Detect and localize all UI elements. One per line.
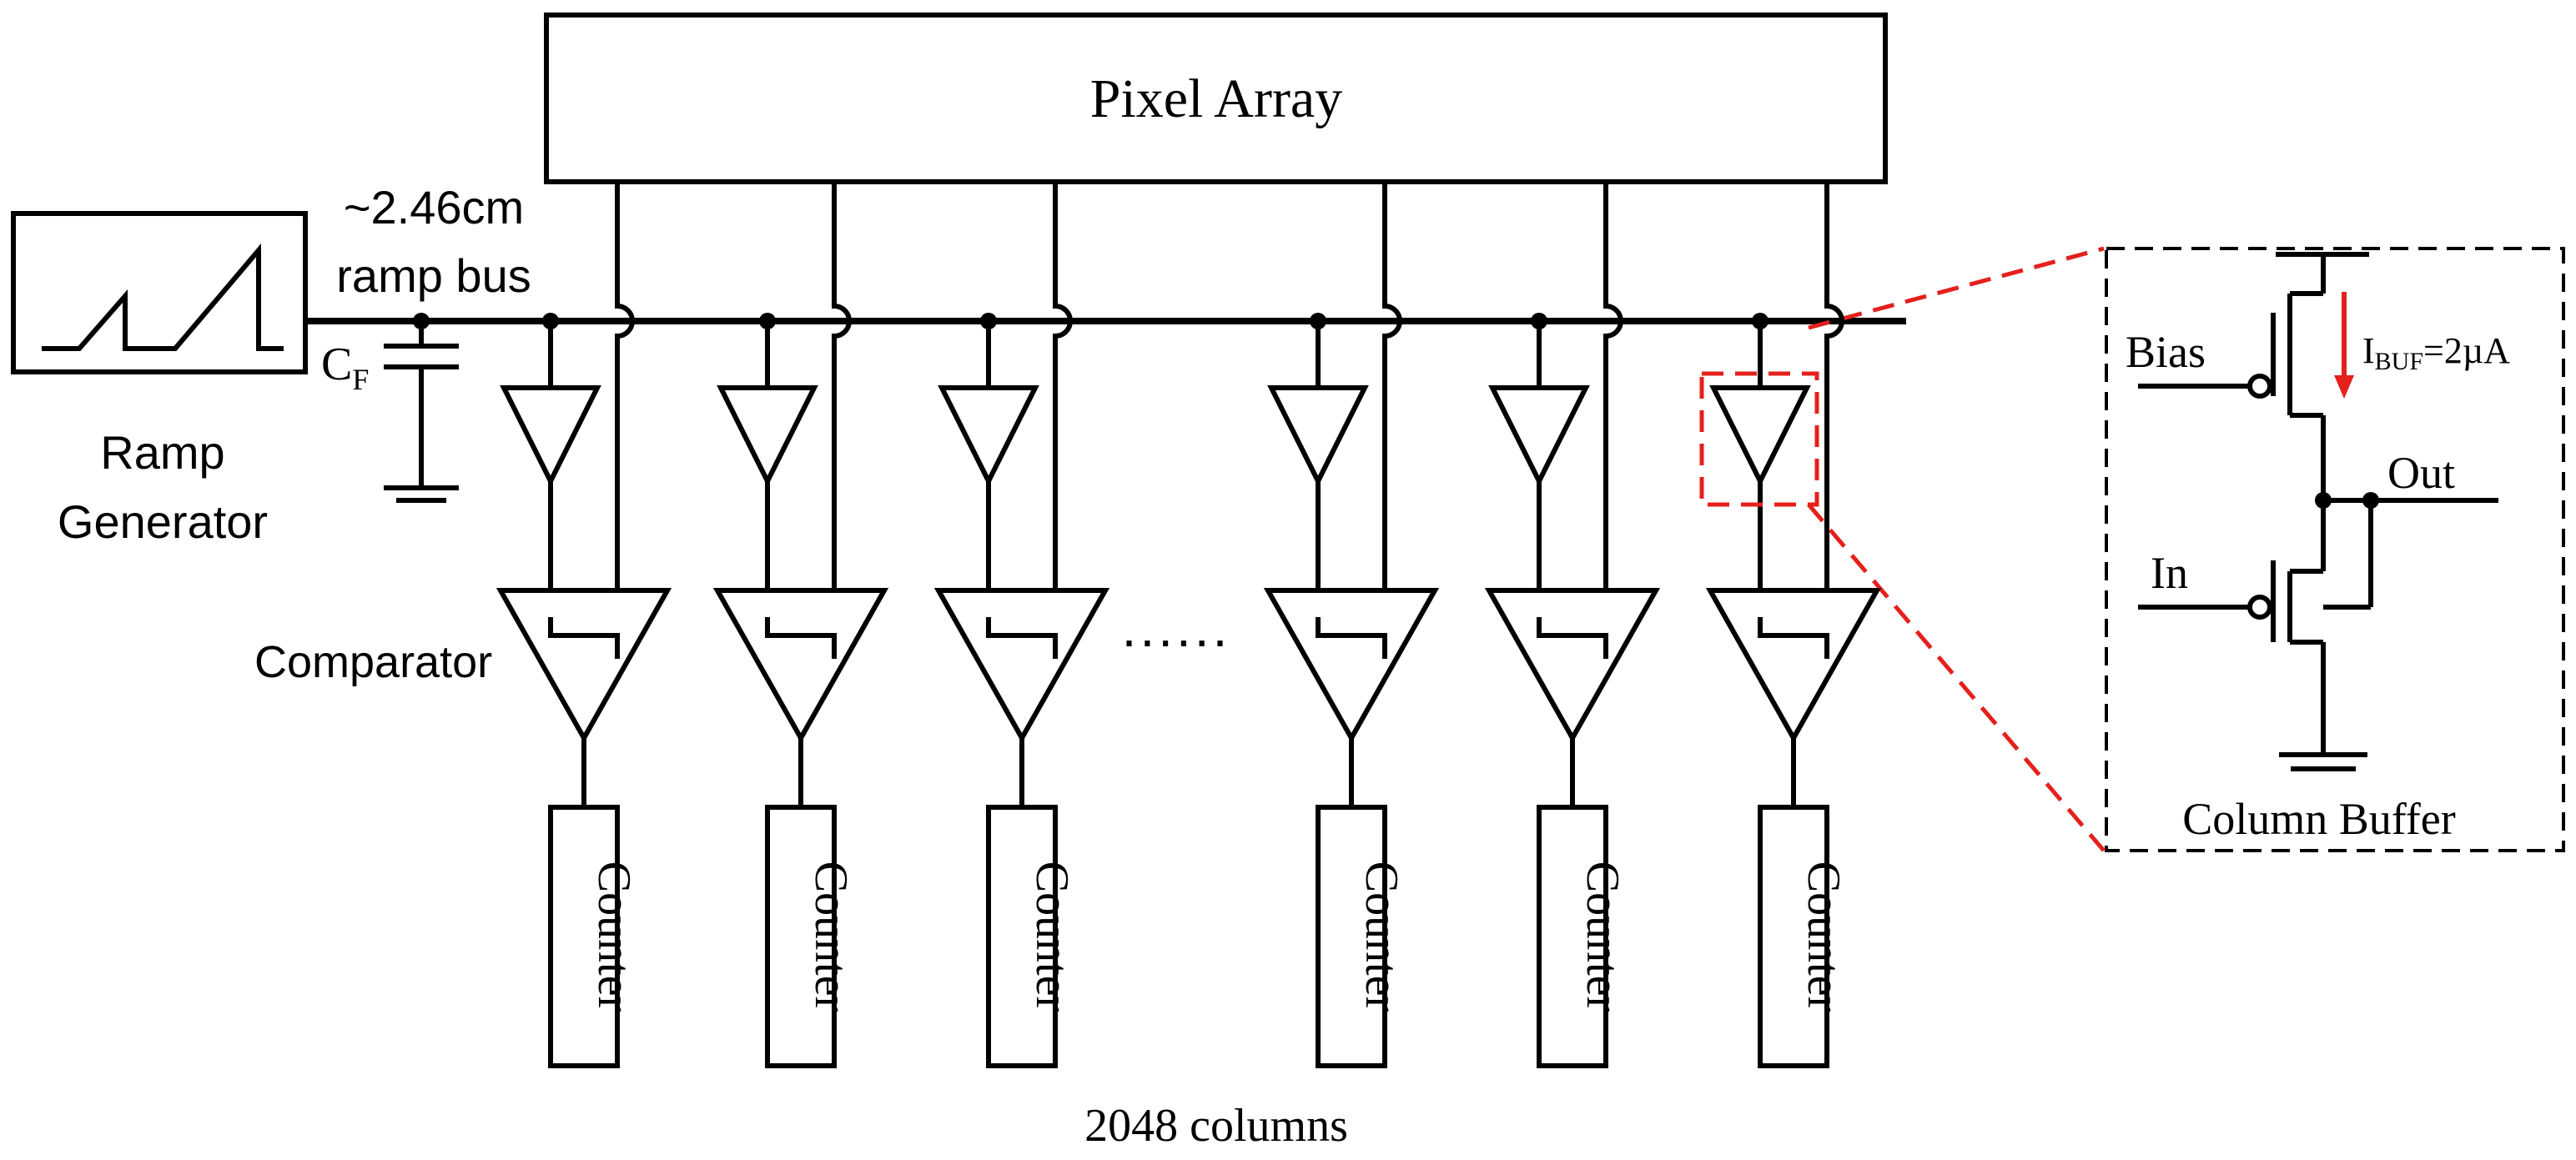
comparator-step-icon [986,617,1058,659]
pixel-column-line [832,182,852,590]
columns-ellipsis: ...... [1122,598,1231,658]
comparator-step-icon [1758,617,1829,659]
counter-label: Counter [1577,861,1628,1012]
pixel-array-block: Pixel Array [544,13,1888,184]
counter-box [1316,805,1387,1068]
ramp-waveform [42,243,284,351]
zoom-line-top [1808,246,2105,330]
columns-count-label: 2048 columns [1084,1100,1348,1152]
column-buffer-inset: Bias In Out IBUF=2µA Column Buffer [2105,247,2565,852]
current-main: I [2362,330,2375,371]
current-sub: BUF [2375,348,2423,375]
comparator-symbol [1484,588,1661,744]
pixel-column-line [1603,182,1623,590]
ramp-generator-label-line1: Ramp [100,426,224,479]
cap-label: CF [321,339,369,396]
column-chains: Counter Counter Counter Counter Counter Count… [496,182,1882,1068]
comparator-symbol [712,588,889,744]
counter-box [1537,805,1608,1068]
comparator-symbol [1263,588,1440,744]
comparator-symbol [1705,588,1882,744]
column-4: Counter [1263,182,1440,1068]
out-label: Out [2387,448,2455,498]
pixel-column-line [615,182,635,590]
cap-label-main: C [321,339,352,390]
current-arrow [2334,292,2354,399]
zoom-line-bottom [1807,503,2106,852]
counter-label: Counter [588,861,640,1012]
column-2: Counter [712,182,889,1068]
bias-label: Bias [2126,327,2206,377]
comparator-step-icon [1316,617,1387,659]
in-label: In [2151,548,2188,598]
capacitor-cf: CF [321,321,459,503]
counter-label: Counter [1026,861,1078,1012]
counter-box [1758,805,1829,1068]
cap-label-sub: F [352,363,369,396]
pixel-column-line [1053,182,1073,590]
column-1: Counter [496,182,672,1068]
column-buffer-symbol [1709,385,1811,487]
column-6: Counter [1699,182,1882,1068]
comparator-step-icon [548,617,620,659]
counter-label: Counter [805,861,857,1012]
comparator-step-icon [1537,617,1608,659]
column-buffer-symbol [938,385,1039,487]
ramp-bus-length: ~2.46cm [344,181,524,234]
column-buffer-symbol [500,385,601,487]
comparator-step-icon [765,617,837,659]
counter-box [765,805,837,1068]
ramp-bus-label: ramp bus [336,249,531,302]
counter-box [548,805,620,1068]
pixel-column-line [1824,182,1844,590]
ramp-generator: Ramp Generator [11,211,308,548]
comparator-label: Comparator [254,637,492,687]
column-buffer-symbol [717,385,818,487]
column-buffer-symbol [1267,385,1369,487]
column-buffer-symbol [1488,385,1590,487]
comparator-symbol [933,588,1110,744]
current-value: =2µA [2423,330,2510,371]
highlighted-buffer-box [1699,371,1819,507]
column-3: Counter [933,182,1110,1068]
counter-label: Counter [1356,861,1407,1012]
comparator-symbol [496,588,672,744]
pixel-array-label: Pixel Array [1090,68,1342,129]
column-5: Counter [1484,182,1661,1068]
ramp-bus-node-cap [413,313,430,329]
ramp-generator-label-line2: Generator [58,495,268,548]
counter-box [986,805,1058,1068]
current-label: IBUF=2µA [2362,330,2510,375]
pixel-column-line [1382,182,1402,590]
column-buffer-title: Column Buffer [2182,794,2455,844]
counter-label: Counter [1798,861,1849,1012]
